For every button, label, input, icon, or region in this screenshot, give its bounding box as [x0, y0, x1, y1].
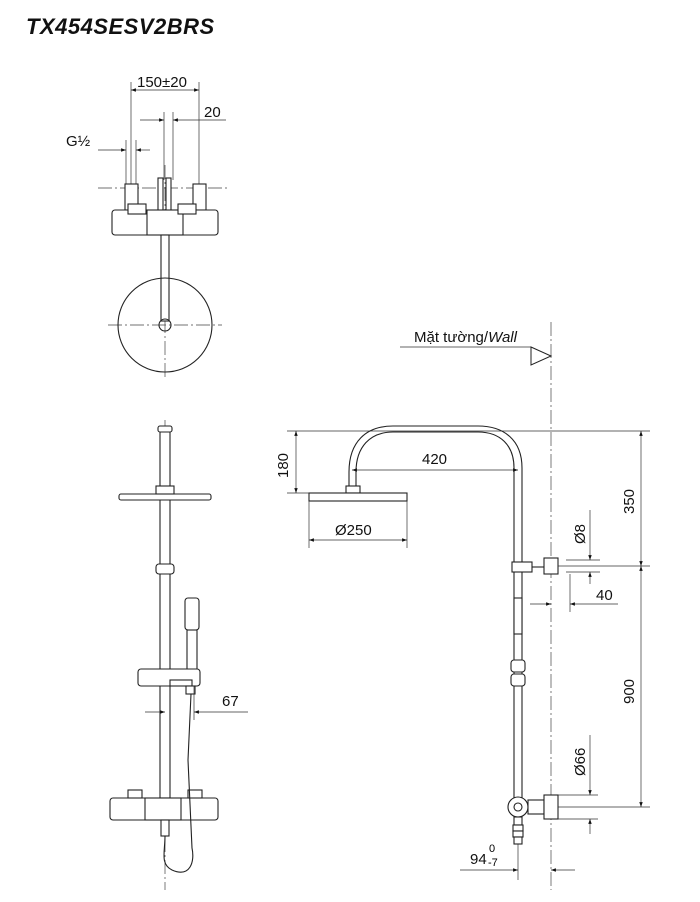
dim-20: 20 — [204, 104, 221, 121]
drawing-title: TX454SESV2BRS — [26, 14, 215, 39]
dim-180: 180 — [275, 453, 292, 478]
dim-d66: Ø66 — [572, 748, 589, 776]
dim-900: 900 — [621, 679, 638, 704]
dim-250: Ø250 — [335, 522, 372, 539]
wall-label: Mặt tường/Wall — [414, 329, 518, 346]
front-view: 67 — [109, 420, 248, 890]
dim-g12: G½ — [66, 133, 91, 150]
top-view: 150±20 20 G½ — [66, 74, 228, 380]
dim-d8: Ø8 — [572, 524, 589, 544]
dim-94-sup: 0 — [489, 843, 495, 855]
dim-94: 94 — [470, 851, 487, 868]
dim-420: 420 — [422, 451, 447, 468]
dim-150: 150±20 — [137, 74, 187, 91]
dim-350: 350 — [621, 489, 638, 514]
dim-94-sub: -7 — [488, 857, 498, 869]
dim-40: 40 — [596, 587, 613, 604]
side-view: Mặt tường/Wall 180 420 Ø250 Ø8 — [275, 322, 650, 890]
dim-67: 67 — [222, 693, 239, 710]
